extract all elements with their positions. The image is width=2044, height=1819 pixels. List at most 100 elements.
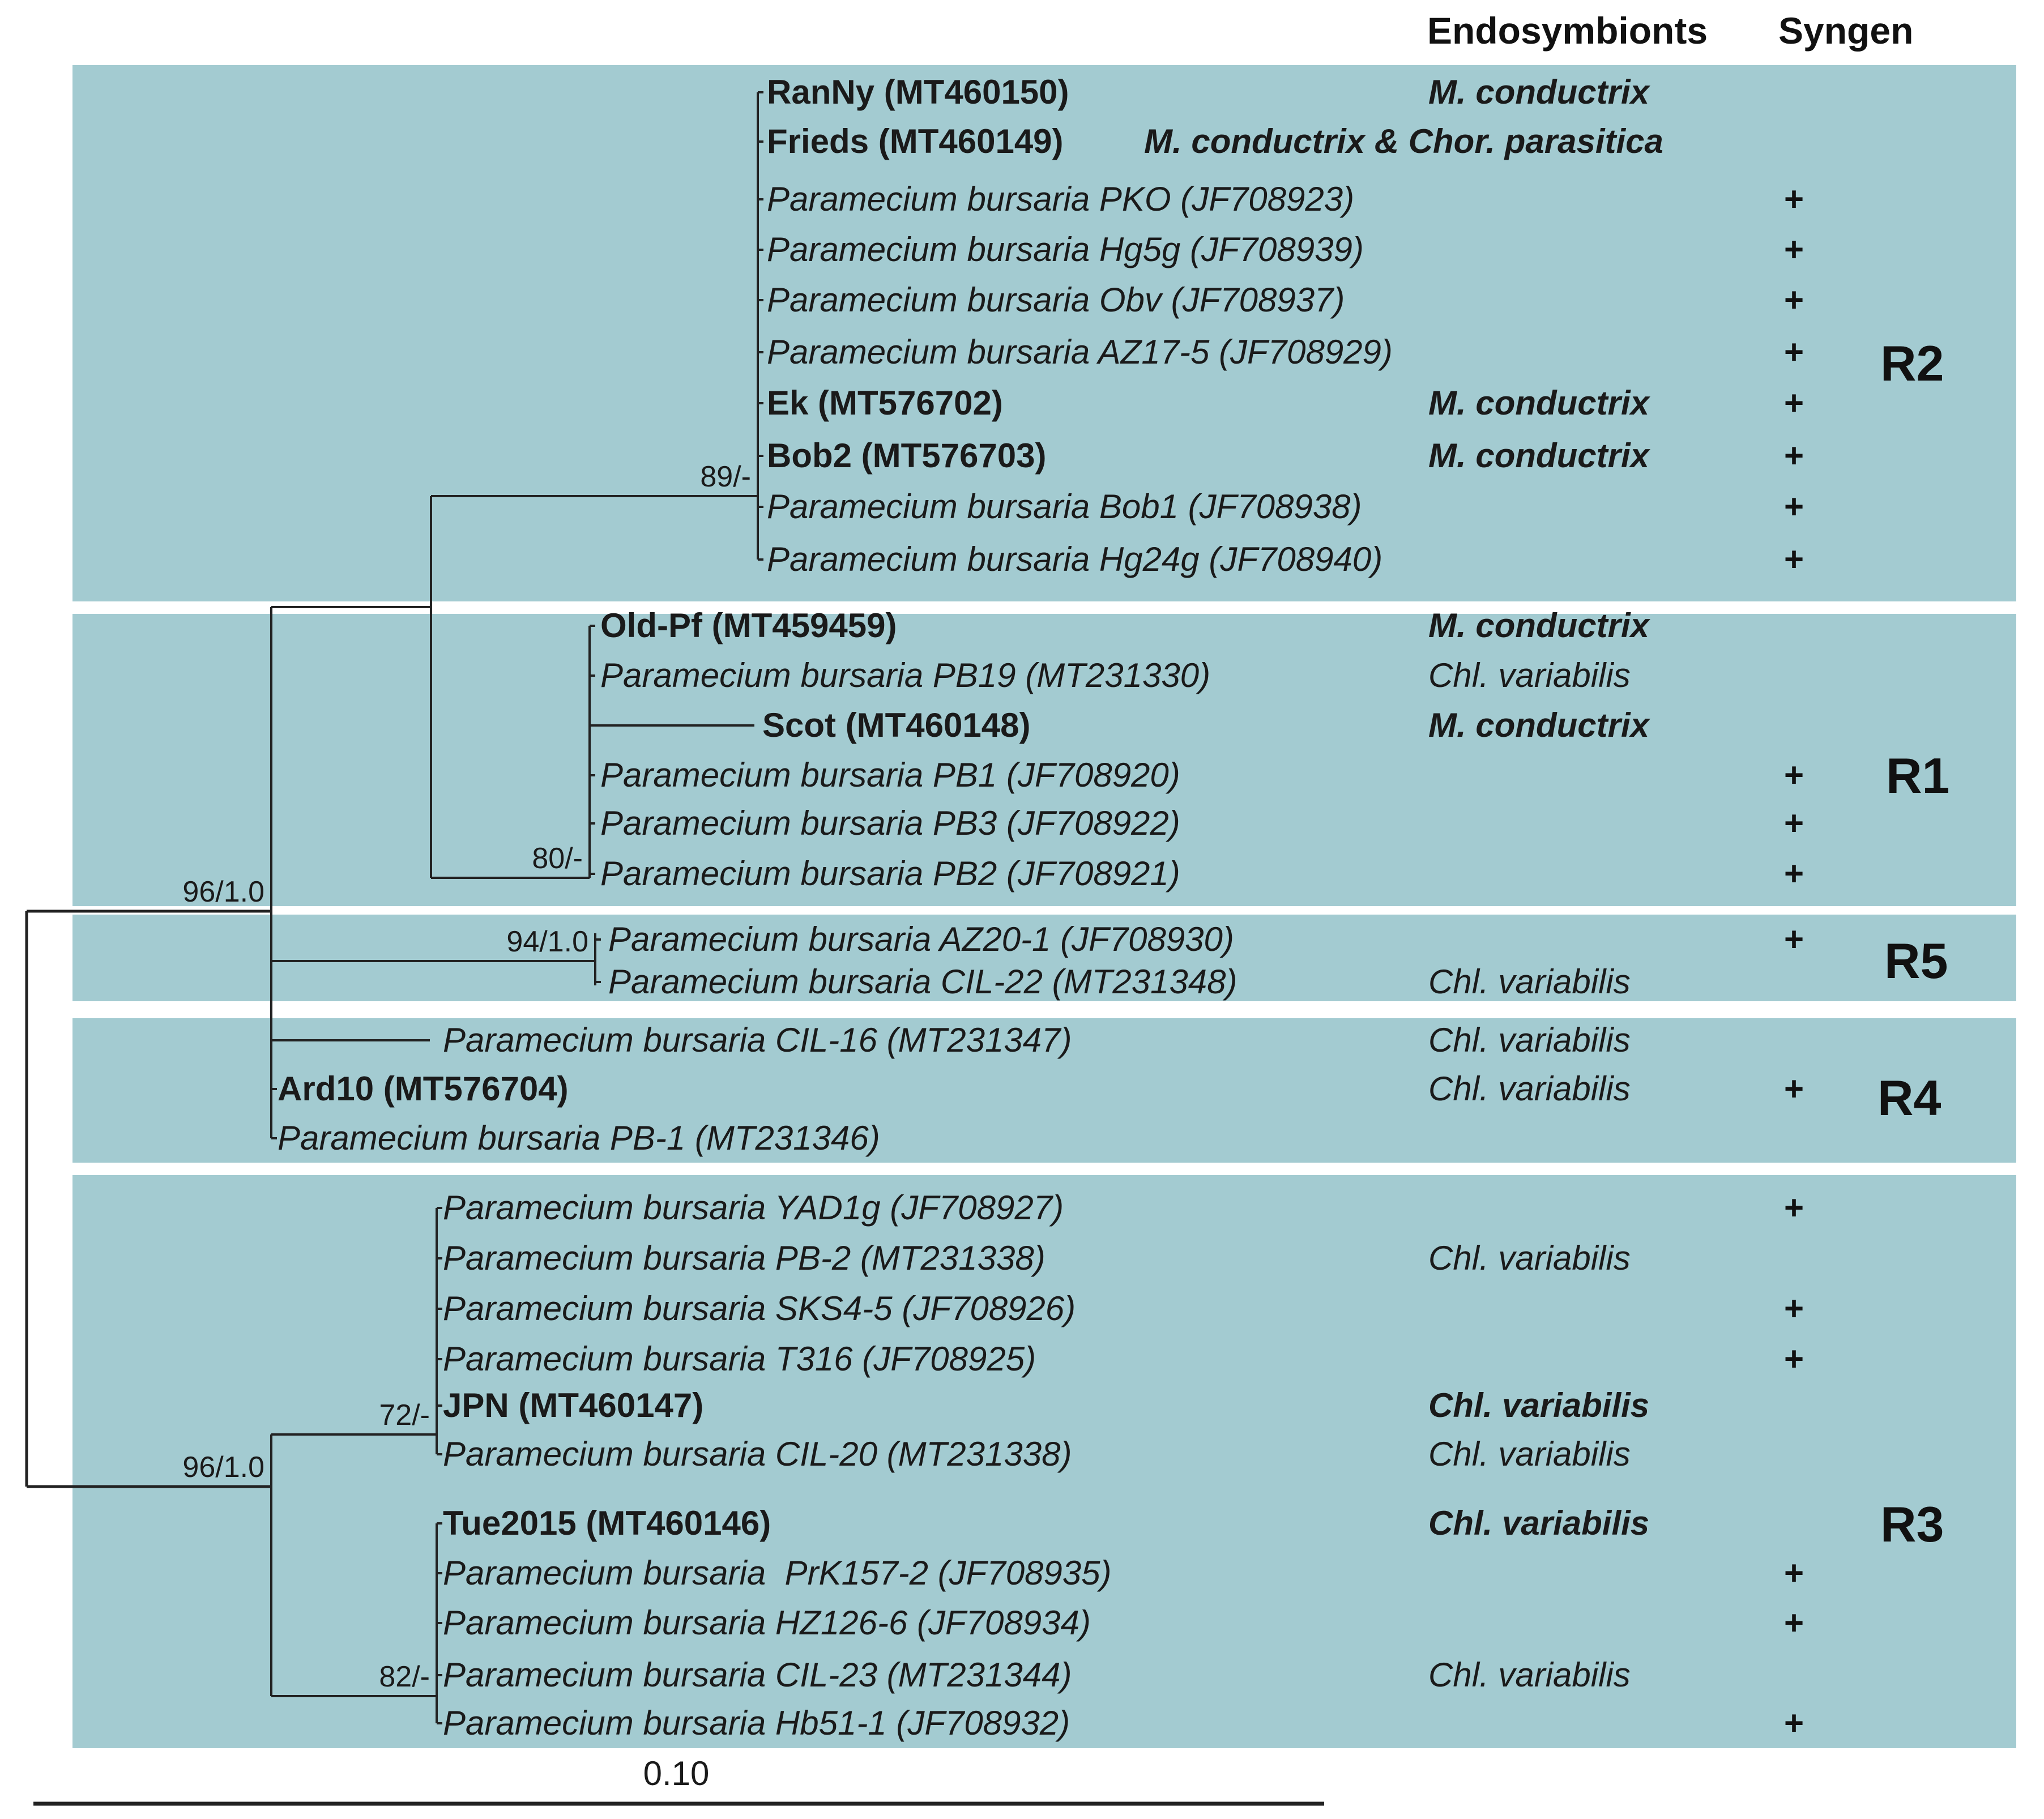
taxon-label: Paramecium bursaria CIL-22 (MT231348) (608, 963, 1238, 1001)
endosymbiont-label: Chl. variabilis (1428, 1386, 1650, 1424)
clade-band-r2 (72, 65, 2016, 601)
taxon-row: Paramecium bursaria AZ20-1 (JF708930) (608, 919, 1234, 960)
syngen-plus: + (1784, 1604, 1804, 1642)
syngen-plus: + (1784, 756, 1804, 794)
scale-bar-label: 0.10 (643, 1754, 710, 1792)
support-n72: 72/- (379, 1399, 430, 1432)
taxon-row: Frieds (MT460149) (767, 121, 1064, 162)
taxon-label: Paramecium bursaria PKO (JF708923) (767, 180, 1355, 218)
endosymbiont-label: Chl. variabilis (1428, 1656, 1631, 1694)
endosymbiont-label: Chl. variabilis (1428, 1435, 1631, 1473)
taxon-row: Paramecium bursaria CIL-16 (MT231347) (443, 1020, 1072, 1061)
syngen-plus: + (1784, 230, 1804, 268)
taxon-label: Paramecium bursaria PB19 (MT231330) (600, 656, 1211, 694)
taxon-row: Paramecium bursaria YAD1g (JF708927) (443, 1188, 1064, 1228)
taxon-row: Scot (MT460148) (762, 705, 1031, 746)
syngen-plus: + (1784, 437, 1804, 475)
clade-label-r2: R2 (1880, 335, 1944, 391)
syngen-plus: + (1784, 281, 1804, 319)
taxon-row: RanNy (MT460150) (767, 72, 1069, 113)
taxon-label: Paramecium bursaria PB2 (JF708921) (600, 855, 1180, 893)
taxon-label: Paramecium bursaria Hg5g (JF708939) (767, 230, 1364, 268)
taxon-label: Ek (MT576702) (767, 384, 1003, 422)
taxon-label: Paramecium bursaria YAD1g (JF708927) (443, 1189, 1064, 1227)
support-r1: 80/- (532, 842, 583, 875)
taxon-row: Paramecium bursaria PB3 (JF708922) (600, 803, 1180, 844)
taxon-label: Paramecium bursaria Hg24g (JF708940) (767, 540, 1383, 578)
syngen-plus: + (1784, 180, 1804, 218)
syngen-plus: + (1784, 1704, 1804, 1742)
endosymbiont-label: Chl. variabilis (1428, 1070, 1631, 1108)
clade-band-r3 (72, 1175, 2016, 1748)
taxon-row: Paramecium bursaria HZ126-6 (JF708934) (443, 1603, 1091, 1643)
taxon-row: Paramecium bursaria Hg24g (JF708940) (767, 539, 1382, 580)
taxon-label: Old-Pf (MT459459) (600, 607, 897, 644)
syngen-plus: + (1784, 1070, 1804, 1108)
taxon-row: Paramecium bursaria Bob1 (JF708938) (767, 486, 1362, 527)
taxon-row: Paramecium bursaria CIL-23 (MT231344) (443, 1655, 1072, 1696)
taxon-label: Paramecium bursaria PrK157-2 (JF708935) (443, 1554, 1112, 1592)
endosymbiont-label: Chl. variabilis (1428, 963, 1631, 1001)
clade-label-r1: R1 (1886, 748, 1950, 804)
support-n82: 82/- (379, 1660, 430, 1693)
clade-label-r5: R5 (1884, 933, 1948, 989)
endosymbiont-label: Chl. variabilis (1428, 1504, 1650, 1542)
endosymbiont-label: M. conductrix (1428, 437, 1650, 475)
support-upper-root: 96/1.0 (182, 876, 264, 908)
endosymbiont-label: M. conductrix (1428, 73, 1650, 111)
clade-label-r4: R4 (1877, 1070, 1941, 1126)
taxon-label: Scot (MT460148) (762, 706, 1031, 744)
taxon-label: Paramecium bursaria CIL-16 (MT231347) (443, 1021, 1072, 1059)
endosymbiont-label: M. conductrix & Chor. parasitica (1144, 122, 1663, 160)
clade-band-r4 (72, 1018, 2016, 1163)
support-lower-root: 96/1.0 (182, 1451, 264, 1484)
syngen-plus: + (1784, 804, 1804, 842)
taxon-label: Paramecium bursaria AZ20-1 (JF708930) (608, 920, 1234, 958)
taxon-label: Paramecium bursaria CIL-23 (MT231344) (443, 1656, 1072, 1694)
taxon-row: JPN (MT460147) (443, 1385, 703, 1426)
taxon-label: Paramecium bursaria PB-2 (MT231338) (443, 1239, 1046, 1277)
taxon-row: Paramecium bursaria SKS4-5 (JF708926) (443, 1288, 1076, 1329)
endosymbionts-column-header: Endosymbionts (1427, 10, 1708, 52)
taxon-row: Old-Pf (MT459459) (600, 605, 897, 646)
taxon-label: Paramecium bursaria Obv (JF708937) (767, 281, 1345, 319)
taxon-row: Paramecium bursaria Hb51-1 (JF708932) (443, 1703, 1070, 1744)
syngen-plus: + (1784, 920, 1804, 958)
endosymbiont-label: M. conductrix (1428, 607, 1650, 644)
syngen-plus: + (1784, 1189, 1804, 1227)
syngen-plus: + (1784, 333, 1804, 371)
taxon-row: Paramecium bursaria Hg5g (JF708939) (767, 229, 1364, 270)
taxon-label: Frieds (MT460149) (767, 122, 1064, 160)
taxon-label: Tue2015 (MT460146) (443, 1504, 771, 1542)
syngen-plus: + (1784, 1340, 1804, 1378)
taxon-row: Paramecium bursaria PB19 (MT231330) (600, 655, 1210, 696)
taxon-row: Tue2015 (MT460146) (443, 1503, 771, 1544)
syngen-column-header: Syngen (1778, 10, 1914, 52)
taxon-label: Paramecium bursaria PB-1 (MT231346) (278, 1119, 880, 1157)
taxon-label: Ard10 (MT576704) (278, 1070, 569, 1108)
syngen-plus: + (1784, 540, 1804, 578)
taxon-row: Paramecium bursaria PB-1 (MT231346) (278, 1118, 880, 1159)
taxon-row: Paramecium bursaria T316 (JF708925) (443, 1339, 1036, 1380)
syngen-plus: + (1784, 855, 1804, 893)
taxon-row: Paramecium bursaria CIL-22 (MT231348) (608, 962, 1237, 1002)
taxon-label: Bob2 (MT576703) (767, 437, 1047, 475)
taxon-label: RanNy (MT460150) (767, 73, 1069, 111)
taxon-label: Paramecium bursaria Bob1 (JF708938) (767, 488, 1362, 526)
clade-band-r5 (72, 915, 2016, 1001)
taxon-label: Paramecium bursaria AZ17-5 (JF708929) (767, 333, 1393, 371)
endosymbiont-label: Chl. variabilis (1428, 1239, 1631, 1277)
taxon-label: Paramecium bursaria T316 (JF708925) (443, 1340, 1036, 1378)
taxon-label: Paramecium bursaria Hb51-1 (JF708932) (443, 1704, 1070, 1742)
taxon-row: Paramecium bursaria PrK157-2 (JF708935) (443, 1553, 1112, 1594)
endosymbiont-label: M. conductrix (1428, 384, 1650, 422)
syngen-plus: + (1784, 384, 1804, 422)
taxon-label: Paramecium bursaria CIL-20 (MT231338) (443, 1435, 1072, 1473)
syngen-plus: + (1784, 1554, 1804, 1592)
endosymbiont-label: Chl. variabilis (1428, 656, 1631, 694)
taxon-row: Paramecium bursaria AZ17-5 (JF708929) (767, 332, 1393, 373)
taxon-row: Paramecium bursaria PKO (JF708923) (767, 179, 1354, 220)
taxon-row: Paramecium bursaria PB-2 (MT231338) (443, 1238, 1046, 1279)
